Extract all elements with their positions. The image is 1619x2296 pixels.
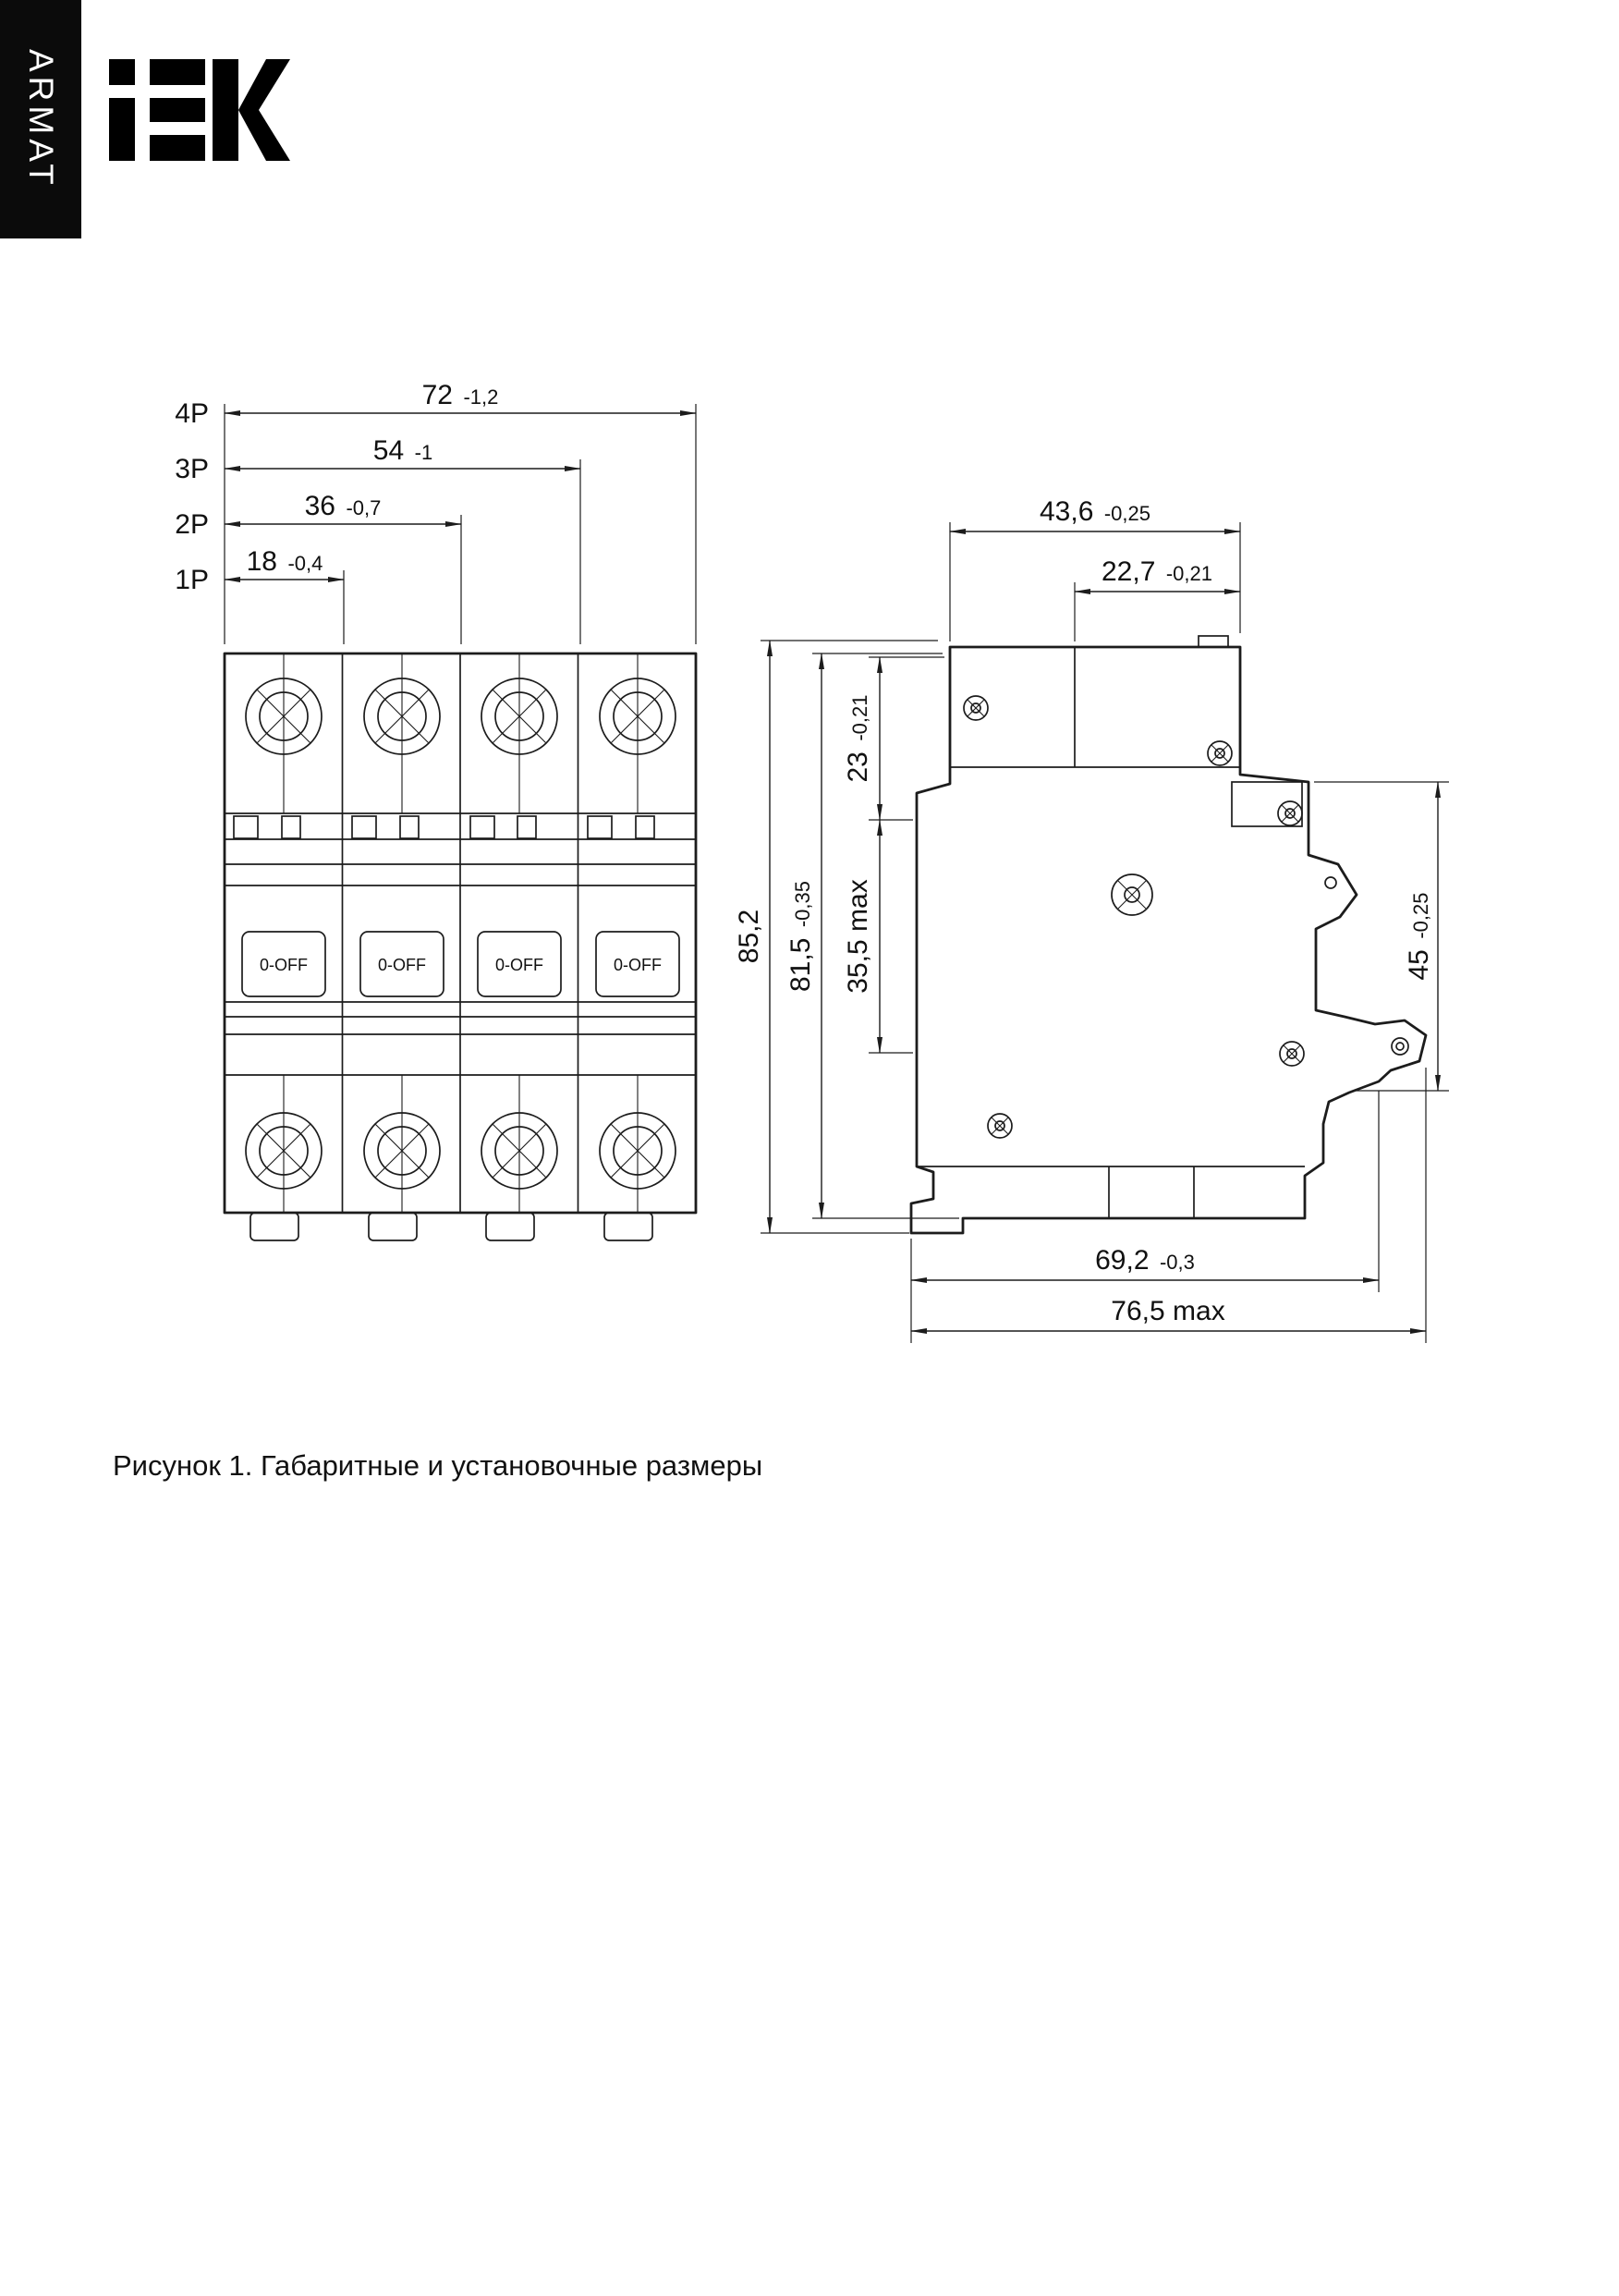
dim-width-1p: 18 -0,4 <box>247 546 323 577</box>
logo-e-bar-top <box>150 59 205 85</box>
logo-k-upper-arm <box>238 59 290 110</box>
dim-depth: 69,2 -0,3 <box>1095 1245 1195 1276</box>
dim-height-body: 81,5 -0,35 <box>785 881 816 992</box>
dim-mid-section: 35,5 max <box>843 879 873 993</box>
handle-window <box>1231 781 1303 827</box>
dim-width-top: 43,6 -0,25 <box>1040 496 1150 527</box>
front-view: 0-OFF 0-OFF 0-OFF 0-OFF <box>223 652 698 1241</box>
breaker-side-profile <box>909 645 1428 1235</box>
pole-label-2p: 2P <box>175 509 209 540</box>
pole-label-4p: 4P <box>175 398 209 429</box>
dim-top-section: 23 -0,21 <box>843 695 873 783</box>
dim-width-upper: 22,7 -0,21 <box>1102 556 1212 587</box>
pole-label-1p: 1P <box>175 565 209 595</box>
toggle-label-1: 0-OFF <box>260 956 308 974</box>
top-clip <box>1198 635 1229 648</box>
logo-i-stem <box>109 98 135 161</box>
toggle-label-4: 0-OFF <box>614 956 662 974</box>
bottom-terminal-screws <box>245 1112 676 1190</box>
dim-width-2p: 36 -0,7 <box>305 491 382 521</box>
brand-armat-label: ARMAT <box>22 49 60 189</box>
logo-i-dot <box>109 59 135 85</box>
toggle-label-2: 0-OFF <box>378 956 426 974</box>
figure-caption: Рисунок 1. Габаритные и установочные раз… <box>113 1449 763 1482</box>
dim-depth-max: 76,5 max <box>1111 1296 1224 1326</box>
logo-e-bar-bottom <box>150 135 205 161</box>
side-view-dimensions: 43,6 -0,25 22,7 -0,21 85,2 81,5 -0,35 <box>734 496 1449 1343</box>
dim-height-overall: 85,2 <box>734 910 764 963</box>
dim-front-height: 45 -0,25 <box>1404 893 1434 981</box>
brand-bar: ARMAT <box>0 0 81 238</box>
logo-e-bar-mid <box>150 98 205 122</box>
logo-k-lower-arm <box>238 110 290 161</box>
toggle-handles: 0-OFF 0-OFF 0-OFF 0-OFF <box>241 931 680 997</box>
mounting-feet <box>250 1212 653 1241</box>
front-view-dimensions: 4P 3P 2P 1P 72 -1,2 54 -1 36 -0,7 18 -0,… <box>175 380 697 644</box>
top-terminal-screws <box>245 678 676 755</box>
pole-label-3p: 3P <box>175 454 209 484</box>
side-view <box>909 635 1428 1235</box>
iek-logo-glyphs: IEK <box>109 59 290 161</box>
logo-k-stem <box>213 59 238 161</box>
dim-width-4p: 72 -1,2 <box>422 380 499 410</box>
pole-centerlines <box>283 653 639 1213</box>
side-rivets <box>963 695 1409 1139</box>
toggle-label-3: 0-OFF <box>495 956 543 974</box>
dim-width-3p: 54 -1 <box>373 435 432 466</box>
terminal-clamp-tabs <box>233 815 655 839</box>
iek-logo: IEK <box>109 59 290 167</box>
